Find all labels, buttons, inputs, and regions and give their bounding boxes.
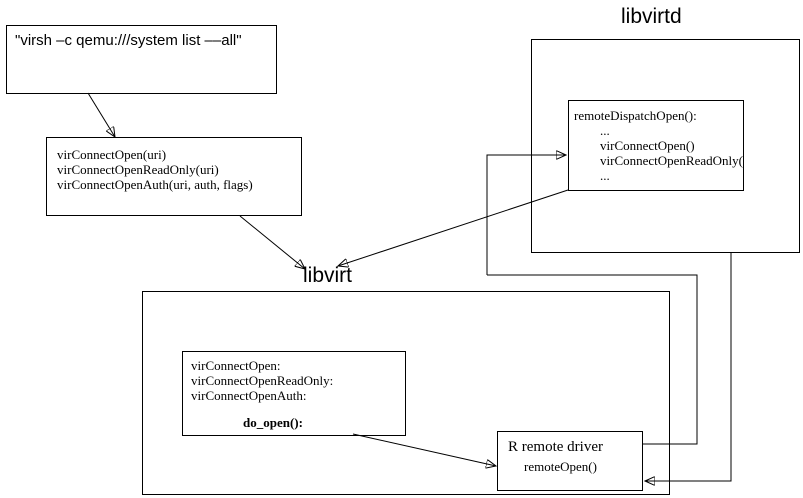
remote-dispatch-open-text: remoteDispatchOpen(): ... virConnectOpen… — [574, 108, 744, 183]
driver-line-1: virConnectOpen: — [191, 358, 281, 373]
arrow-path-to-dispatch — [486, 155, 566, 275]
path-dispatch-return — [487, 274, 698, 445]
arrow-dispatch-to-libvirt — [338, 189, 569, 266]
arrow-libvirtd-to-remote-driver — [645, 252, 732, 481]
virsh-command-text: "virsh –c qemu:///system list ––all" — [15, 32, 242, 49]
dispatch-line-5: ... — [600, 168, 610, 183]
driver-line-4: do_open(): — [243, 415, 303, 430]
driver-line-2: virConnectOpenReadOnly: — [191, 373, 334, 388]
public-api-box: virConnectOpen(uri) virConnectOpenReadOn… — [46, 137, 302, 216]
libvirt-driver-text: virConnectOpen: virConnectOpenReadOnly: … — [191, 358, 333, 430]
virsh-command-box: "virsh –c qemu:///system list ––all" — [6, 25, 277, 94]
dispatch-line-3: virConnectOpen() — [600, 138, 695, 153]
driver-line-3: virConnectOpenAuth: — [191, 388, 307, 403]
remote-driver-title: R remote driver — [508, 439, 603, 455]
libvirtd-title: libvirtd — [621, 5, 682, 28]
dispatch-line-4: virConnectOpenReadOnly() — [600, 153, 744, 168]
api-line-3: virConnectOpenAuth(uri, auth, flags) — [57, 177, 253, 192]
arrow-driver-to-remote-driver — [352, 433, 496, 466]
dispatch-line-1: remoteDispatchOpen(): — [574, 108, 697, 123]
arrow-api-to-libvirt — [239, 215, 305, 269]
api-line-2: virConnectOpenReadOnly(uri) — [57, 162, 219, 177]
libvirt-driver-box: virConnectOpen: virConnectOpenReadOnly: … — [182, 351, 406, 436]
api-line-1: virConnectOpen(uri) — [57, 147, 167, 162]
remote-driver-box: R remote driver remoteOpen() — [497, 431, 643, 491]
libvirt-container-box — [142, 291, 670, 495]
arrow-command-to-api — [87, 92, 115, 137]
libvirt-title: libvirt — [303, 264, 353, 287]
libvirtd-container-box — [531, 39, 800, 253]
dispatch-line-2: ... — [600, 123, 610, 138]
remote-driver-subtitle: remoteOpen() — [524, 459, 597, 474]
remote-dispatch-open-box: remoteDispatchOpen(): ... virConnectOpen… — [568, 100, 744, 191]
public-api-text: virConnectOpen(uri) virConnectOpenReadOn… — [57, 147, 253, 192]
